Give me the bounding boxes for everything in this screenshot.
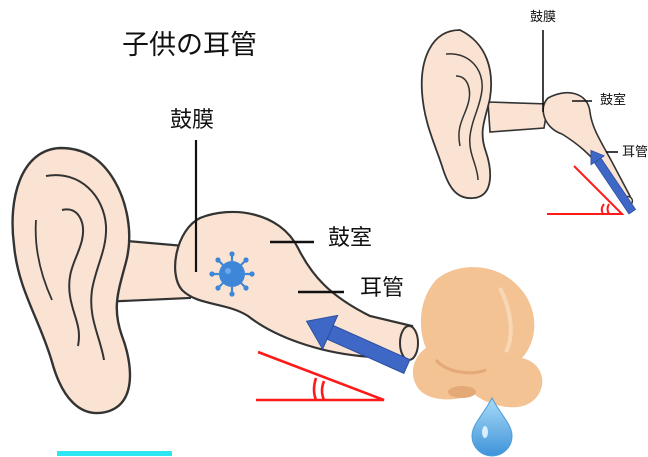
small-label-eardrum: 鼓膜 [530, 11, 556, 24]
label-tympanic-cavity: 鼓室 [328, 228, 372, 250]
label-eustachian-tube: 耳管 [360, 278, 404, 300]
tube-opening [400, 326, 418, 360]
label-eardrum: 鼓膜 [170, 110, 214, 132]
outer-ear [13, 148, 130, 413]
diagram-title: 子供の耳管 [122, 32, 257, 59]
small-label-tympanic-cavity: 鼓室 [600, 94, 626, 107]
small-label-eustachian-tube: 耳管 [622, 146, 648, 159]
small-outer-ear [422, 30, 491, 198]
virus-icon [209, 251, 254, 296]
highlight-bar [57, 451, 172, 456]
small-ear-canal [488, 102, 548, 132]
small-ear-diagram [422, 30, 639, 216]
angle-indicator [256, 352, 384, 400]
nose-icon [413, 267, 542, 407]
